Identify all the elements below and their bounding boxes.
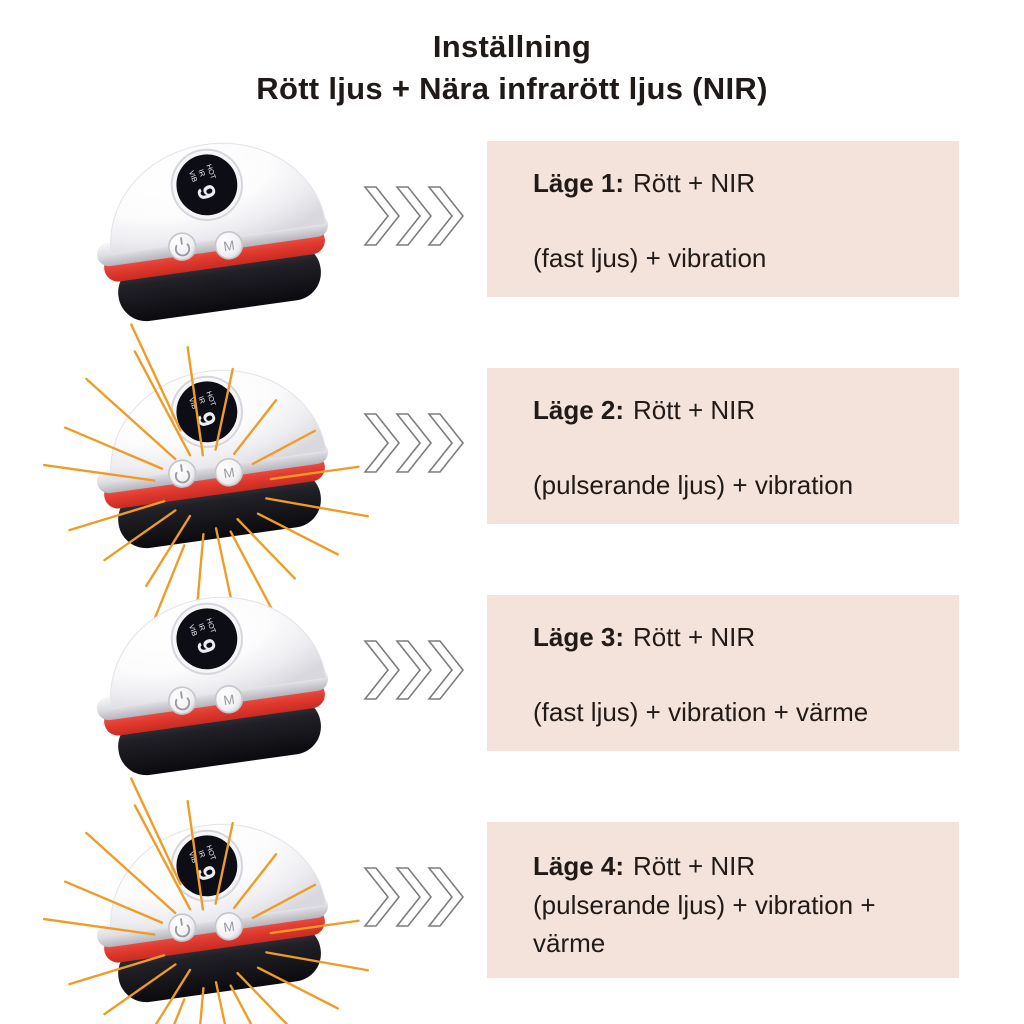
triple-chevron-right-icon: [362, 864, 466, 930]
title-block: Inställning Rött ljus + Nära infrarött l…: [0, 26, 1024, 110]
device-image-pulsing: HOT IR VIB 9 M: [42, 323, 370, 652]
mode-infobox: Läge 1: Rött + NIR (fast ljus) + vibratio…: [487, 141, 959, 297]
mode-infobox: Läge 2: Rött + NIR (pulserande ljus) + vi…: [487, 368, 959, 524]
power-icon: [174, 237, 191, 257]
mode-button: M: [214, 231, 244, 260]
power-button: [168, 913, 197, 942]
screen-label-ir: IR: [196, 849, 207, 859]
triple-chevron-right-icon: [362, 637, 466, 703]
power-icon: [174, 918, 191, 938]
device-image-pulsing: HOT IR VIB 9 M: [42, 777, 370, 1024]
mode-button: M: [214, 912, 244, 941]
screen-label-vib: VIB: [187, 169, 199, 183]
gua-sha-device: HOT IR VIB 9 M: [42, 323, 370, 652]
screen-label-ir: IR: [196, 168, 207, 178]
mode-description: (fast ljus) + vibration + värme: [533, 697, 869, 727]
mode-title: Läge 2: Rött + NIR: [533, 394, 931, 426]
mode-button-m-icon: M: [222, 238, 235, 254]
lcd-screen: HOT IR VIB 9: [170, 602, 243, 675]
mode-row-4: HOT IR VIB 9 M Läge 4:Rött + NIR (puls: [0, 777, 1024, 1024]
mode-title: Läge 4: Rött + NIR: [533, 850, 931, 882]
mode-button-m-icon: M: [222, 692, 235, 708]
mode-name: Rött + NIR: [633, 395, 756, 425]
mode-row-3: HOT IR VIB 9 M Läge 3:Rött + NIR (fast: [0, 595, 1024, 825]
power-button: [168, 459, 197, 488]
gua-sha-device: HOT IR VIB 9 M: [97, 142, 328, 322]
mode-infobox: Läge 3: Rött + NIR (fast ljus) + vibratio…: [487, 595, 959, 751]
page-subtitle: Rött ljus + Nära infrarött ljus (NIR): [256, 71, 768, 106]
mode-label: Läge 1:: [533, 168, 625, 198]
gua-sha-device: HOT IR VIB 9 M: [97, 596, 328, 776]
screen-label-ir: IR: [196, 622, 207, 632]
gua-sha-device: HOT IR VIB 9 M: [42, 777, 370, 1024]
lcd-screen: HOT IR VIB 9: [170, 148, 243, 221]
mode-button-m-icon: M: [222, 465, 235, 481]
mode-name: Rött + NIR: [633, 851, 756, 881]
screen-label-ir: IR: [196, 395, 207, 405]
mode-infobox: Läge 4: Rött + NIR (pulserande ljus) + vi…: [487, 822, 959, 978]
mode-label: Läge 2:: [533, 395, 625, 425]
mode-row-2: HOT IR VIB 9 M Läge 2:Rött + NIR (puls: [0, 323, 1024, 652]
mode-title: Läge 1: Rött + NIR: [533, 167, 931, 199]
screen-label-vib: VIB: [187, 623, 199, 637]
mode-name: Rött + NIR: [633, 168, 756, 198]
mode-button-m-icon: M: [222, 919, 235, 935]
mode-button: M: [214, 458, 244, 487]
device-image: HOT IR VIB 9 M: [92, 129, 360, 327]
pulse-rays-icon: [42, 777, 370, 1024]
triple-chevron-right-icon: [362, 410, 466, 476]
mode-description: (pulserande ljus) + vibration: [533, 470, 854, 500]
mode-row-1: HOT IR VIB 9 M Läge 1:Rött + NIR (fast: [0, 141, 1024, 371]
triple-chevron-right-icon: [362, 183, 466, 249]
mode-description: (fast ljus) + vibration: [533, 243, 767, 273]
mode-label: Läge 4:: [533, 851, 625, 881]
mode-button: M: [214, 685, 244, 714]
page-title: Inställning: [432, 29, 592, 64]
power-icon: [174, 464, 191, 484]
mode-name: Rött + NIR: [633, 622, 756, 652]
device-image: HOT IR VIB 9 M: [92, 583, 360, 781]
mode-label: Läge 3:: [533, 622, 625, 652]
power-button: [168, 686, 197, 715]
mode-title: Läge 3: Rött + NIR: [533, 621, 931, 653]
power-icon: [174, 691, 191, 711]
power-button: [168, 232, 197, 261]
mode-description: (pulserande ljus) + vibration + värme: [533, 890, 876, 958]
